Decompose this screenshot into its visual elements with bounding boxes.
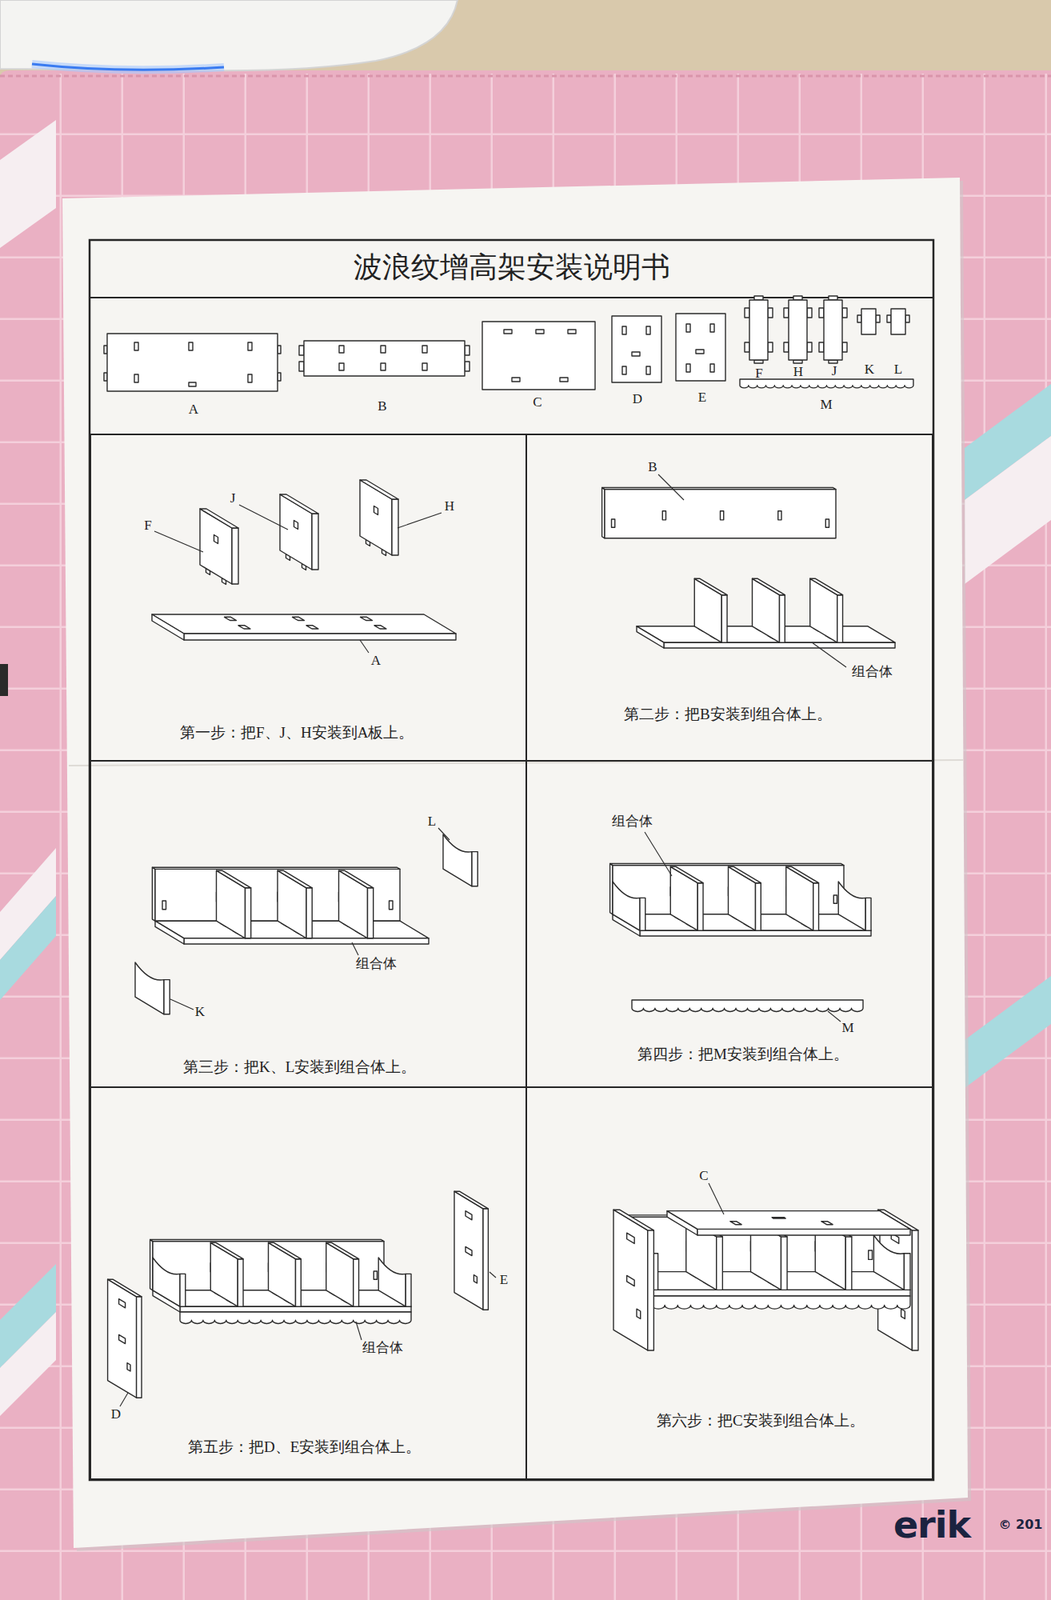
part-letter: B: [377, 399, 387, 414]
part-letter: C: [532, 395, 542, 410]
part-letter: L: [427, 814, 436, 829]
parts-drawing: [103, 295, 919, 1398]
leader-lines: [119, 474, 847, 1407]
step-panel: 第二步：把B安装到组合体上。: [525, 433, 934, 762]
mouse: [0, 0, 458, 71]
part-letter: K: [195, 1004, 205, 1020]
part-letter: M: [819, 397, 832, 412]
part-letter: A: [188, 402, 199, 417]
part-letter: H: [444, 499, 455, 514]
step-panel: 第四步：把M安装到组合体上。: [525, 759, 934, 1088]
part-letter: H: [793, 364, 804, 380]
pad-pattern: [0, 119, 56, 248]
mousepad-grid: [0, 73, 1051, 1600]
mousepad: [0, 70, 1051, 1600]
step-caption: 第一步：把F、J、H安装到A板上。: [179, 723, 414, 743]
part-letter: K: [864, 362, 875, 377]
part-letter: L: [894, 362, 903, 377]
step-panel: 第一步：把F、J、H安装到A板上。: [89, 433, 528, 762]
pad-pattern: [964, 435, 1051, 584]
part-letter: F: [143, 518, 152, 533]
pad-pattern: [964, 975, 1051, 1088]
step-caption: 第五步：把D、E安装到组合体上。: [187, 1437, 421, 1457]
copyright-mark: © 201: [999, 1516, 1044, 1533]
pad-pattern: [0, 1311, 56, 1416]
step-caption: 第四步：把M安装到组合体上。: [637, 1044, 849, 1064]
pad-pattern: [0, 895, 56, 1000]
mouse-light: [31, 63, 224, 70]
title-rule: [89, 296, 934, 299]
part-letter: J: [831, 363, 838, 379]
assembly-label: 组合体: [611, 814, 653, 829]
step-caption: 第二步：把B安装到组合体上。: [623, 704, 832, 724]
part-letter: D: [111, 1406, 121, 1422]
part-letter: B: [647, 459, 657, 475]
step-panel: 第五步：把D、E安装到组合体上。: [89, 1086, 528, 1480]
mouse-light: [31, 63, 224, 70]
stitch: [0, 75, 1051, 78]
step-panel: 第三步：把K、L安装到组合体上。: [89, 759, 528, 1088]
part-letter: D: [632, 391, 643, 407]
part-letter: E: [499, 1272, 508, 1287]
part-letter: A: [371, 653, 381, 668]
pad-mark: [0, 663, 8, 696]
part-letter: E: [698, 390, 707, 405]
part-letter: M: [841, 1020, 854, 1036]
brand-logo: erik: [893, 1506, 971, 1543]
part-letter: C: [699, 1168, 708, 1183]
part-letter: F: [755, 366, 763, 381]
part-letter: J: [230, 491, 236, 506]
assembly-label: 组合体: [355, 956, 397, 972]
assembly-label: 组合体: [362, 1340, 404, 1355]
sheet-title: 波浪纹增高架安装说明书: [89, 249, 934, 285]
paper: [62, 177, 968, 1548]
step-caption: 第六步：把C安装到组合体上。: [656, 1410, 865, 1431]
sheet-frame: [89, 239, 934, 1480]
step-caption: 第三步：把K、L安装到组合体上。: [183, 1057, 416, 1077]
step-panel: 第六步：把C安装到组合体上。: [525, 1086, 934, 1480]
assembly-label: 组合体: [851, 664, 893, 680]
